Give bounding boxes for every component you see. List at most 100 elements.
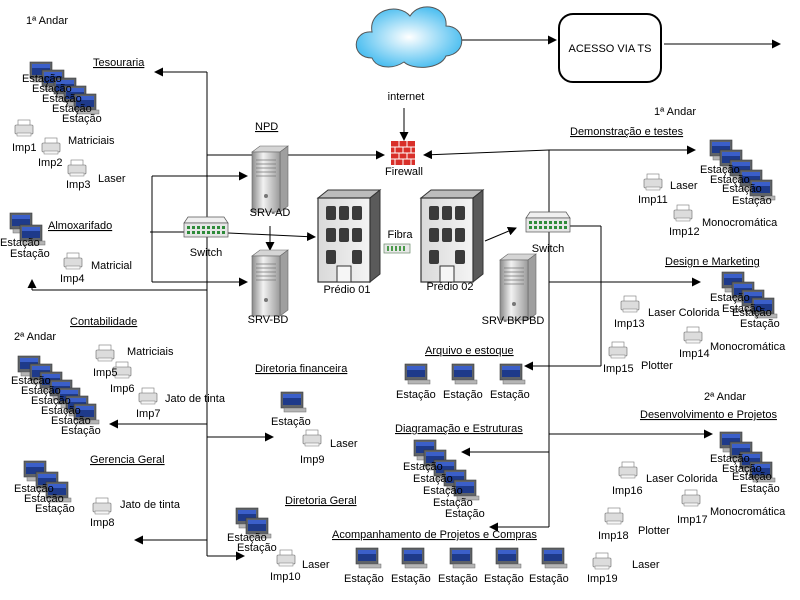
printer-imp1: Imp1 [12, 142, 36, 154]
station-label: Estação [732, 307, 772, 319]
printer-type-label: Laser [302, 559, 330, 571]
station-label: Estação [413, 473, 453, 485]
dept-demonstracao: Demonstração e testes [570, 126, 684, 138]
dept-npd: NPD [255, 121, 278, 133]
floor-label-right-2: 2ª Andar [704, 391, 746, 403]
dept-arquivo: Arquivo e estoque [425, 345, 514, 357]
dept-diretoria-geral: Diretoria Geral [285, 495, 357, 507]
fibra-label: Fibra [387, 229, 413, 241]
fibra-connector-icon [383, 243, 411, 254]
station-label: Estação [391, 573, 431, 585]
floor-label-right-1: 1ª Andar [654, 106, 696, 118]
station-label: Estação [445, 508, 485, 520]
dept-acompanhamento: Acompanhamento de Projetos e Compras [332, 529, 537, 541]
floor-label-left-1: 1ª Andar [26, 15, 68, 27]
connection-lines [27, 35, 781, 561]
printer-type-label: Plotter [641, 360, 673, 372]
arquivo-workstations [404, 363, 526, 385]
printer-imp18: Imp18 [598, 530, 629, 542]
dept-tesouraria: Tesouraria [93, 57, 145, 69]
station-label: Estação [722, 303, 762, 315]
station-label: Estação [403, 461, 443, 473]
dept-design: Design e Marketing [665, 256, 760, 268]
printer-type-label: Jato de tinta [165, 393, 226, 405]
station-label: Estação [271, 416, 311, 428]
printer-imp7: Imp7 [136, 408, 160, 420]
printer-imp9: Imp9 [300, 454, 324, 466]
printer-type-label: Monocromática [710, 506, 786, 518]
station-label: Estação [438, 573, 478, 585]
printer-imp19: Imp19 [587, 573, 618, 585]
station-label: Estação [722, 183, 762, 195]
switch-right-label: Switch [532, 243, 564, 255]
station-label: Estação [433, 497, 473, 509]
station-label: Estação [11, 375, 51, 387]
floor-label-left-2: 2ª Andar [14, 331, 56, 343]
station-label: Estação [490, 389, 530, 401]
internet-cloud-icon [355, 6, 463, 68]
dept-diagramacao: Diagramação e Estruturas [395, 423, 523, 435]
station-label: Estação [21, 385, 61, 397]
station-label: Estação [423, 485, 463, 497]
predio-01-building-icon [317, 189, 381, 283]
station-label: Estação [732, 471, 772, 483]
station-label: Estação [529, 573, 569, 585]
printer-imp8: Imp8 [90, 517, 114, 529]
printer-imp10: Imp10 [270, 571, 301, 583]
access-ts-label: ACESSO VIA TS [569, 43, 652, 55]
station-label: Estação [41, 405, 81, 417]
srv-bkpbd-label: SRV-BKPBD [482, 315, 545, 327]
printer-icons [14, 119, 703, 570]
printer-imp6: Imp6 [110, 383, 134, 395]
firewall-label: Firewall [385, 166, 423, 178]
station-label: Estação [52, 103, 92, 115]
printer-type-label: Laser Colorida [648, 307, 720, 319]
printer-imp12: Imp12 [669, 226, 700, 238]
switch-right-icon [525, 211, 571, 233]
station-label: Estação [10, 248, 50, 260]
switch-left-label: Switch [190, 247, 222, 259]
srv-ad-label: SRV-AD [250, 207, 291, 219]
station-label: Estação [710, 174, 750, 186]
station-label: Estação [740, 318, 780, 330]
station-label: Estação [62, 113, 102, 125]
printer-type-label: Jato de tinta [120, 499, 181, 511]
printer-type-label: Laser [330, 438, 358, 450]
srv-ad-server-icon [251, 145, 289, 213]
printer-type-label: Matricial [91, 260, 132, 272]
srv-bd-label: SRV-BD [248, 314, 289, 326]
station-label: Estação [710, 292, 750, 304]
station-label: Estação [443, 389, 483, 401]
station-label: Estação [35, 503, 75, 515]
station-label: Estação [14, 483, 54, 495]
station-label: Estação [61, 425, 101, 437]
printer-imp4: Imp4 [60, 273, 84, 285]
internet-label: internet [388, 91, 425, 103]
predio-02-label: Prédio 02 [426, 281, 473, 293]
station-label: Estação [31, 395, 71, 407]
station-label: Estação [51, 415, 91, 427]
station-label: Estação [237, 542, 277, 554]
station-label: Estação [22, 73, 62, 85]
printer-type-label: Laser Colorida [646, 473, 718, 485]
printer-type-label: Matriciais [127, 346, 174, 358]
station-label: Estação [740, 483, 780, 495]
printer-type-label: Matriciais [68, 135, 115, 147]
printer-imp17: Imp17 [677, 514, 708, 526]
station-label: Estação [732, 195, 772, 207]
printer-imp3: Imp3 [66, 179, 90, 191]
srv-bd-server-icon [251, 249, 289, 317]
station-label: Estação [24, 493, 64, 505]
station-label: Estação [700, 164, 740, 176]
acompanhamento-workstations [355, 547, 568, 569]
firewall-icon [391, 141, 415, 165]
printer-imp14: Imp14 [679, 348, 710, 360]
printer-type-label: Laser [670, 180, 698, 192]
dept-gerencia-geral: Gerencia Geral [90, 454, 165, 466]
dept-desenvolvimento: Desenvolvimento e Projetos [640, 409, 777, 421]
predio-02-building-icon [420, 189, 484, 283]
station-label: Estação [722, 463, 762, 475]
station-label: Estação [32, 83, 72, 95]
printer-imp15: Imp15 [603, 363, 634, 375]
